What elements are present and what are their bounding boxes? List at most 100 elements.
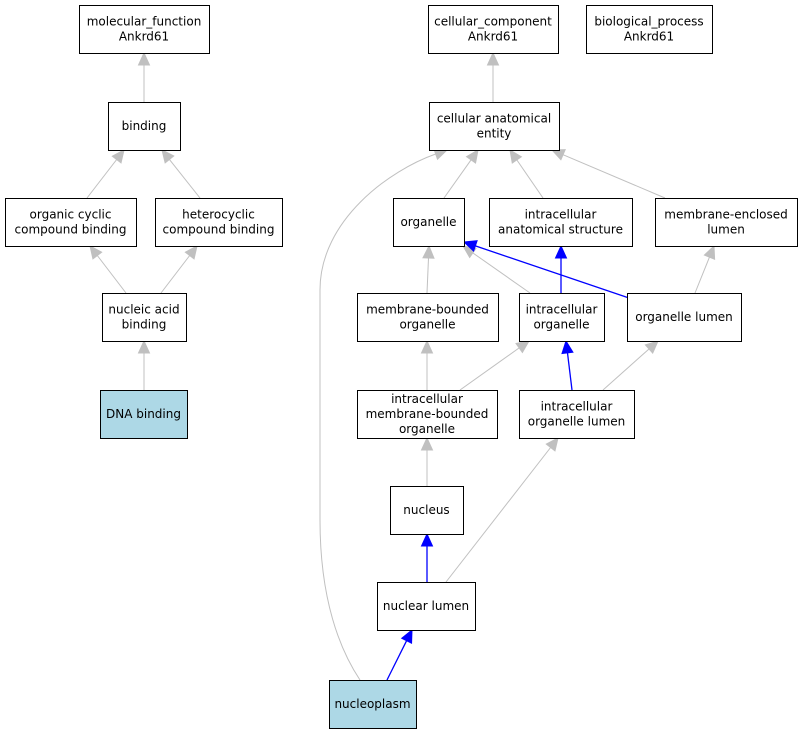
edge-line bbox=[160, 255, 191, 294]
node-box[interactable] bbox=[357, 390, 498, 439]
node-label-line: binding bbox=[122, 318, 167, 332]
node-box[interactable] bbox=[108, 102, 181, 151]
edge-dna-binding-to-nucleic-acid-binding bbox=[137, 339, 151, 390]
node-box[interactable] bbox=[519, 390, 635, 439]
node-label-line: Ankrd61 bbox=[119, 30, 169, 44]
node-nucleoplasm[interactable]: nucleoplasm bbox=[329, 680, 417, 729]
node-label-line: binding bbox=[122, 119, 167, 133]
edge-arrowhead bbox=[462, 240, 478, 252]
edge-line bbox=[472, 252, 531, 294]
node-label-line: organelle bbox=[399, 422, 455, 436]
node-box[interactable] bbox=[5, 198, 137, 247]
edge-nuclear-lumen-to-intracellular-organelle-lumen bbox=[445, 437, 559, 583]
node-nuclear-lumen[interactable]: nuclear lumen bbox=[377, 582, 476, 631]
node-label-line: organelle lumen bbox=[635, 310, 733, 324]
node-label-line: entity bbox=[477, 127, 512, 141]
node-dna-binding[interactable]: DNA binding bbox=[100, 390, 188, 439]
edge-line bbox=[459, 347, 520, 391]
edge-line bbox=[566, 352, 573, 391]
edge-line bbox=[562, 154, 666, 199]
edge-line bbox=[319, 153, 436, 681]
edge-arrowhead bbox=[509, 149, 523, 164]
edge-intracellular-organelle-lumen-to-organelle-lumen bbox=[602, 340, 659, 391]
node-box[interactable] bbox=[489, 198, 633, 247]
node-label-line: organelle bbox=[533, 318, 589, 332]
edge-organic-cyclic-compound-binding-to-binding bbox=[86, 149, 125, 199]
edge-nucleic-acid-binding-to-heterocyclic-compound-binding bbox=[160, 245, 198, 294]
node-box[interactable] bbox=[627, 293, 742, 342]
edge-intracellular-membrane-bounded-organelle-to-intracellular-organelle bbox=[459, 340, 530, 391]
node-label-line: compound binding bbox=[15, 223, 127, 237]
node-box[interactable] bbox=[155, 198, 283, 247]
node-box[interactable] bbox=[377, 582, 476, 631]
edge-intracellular-organelle-lumen-to-intracellular-organelle bbox=[561, 339, 574, 391]
node-label-line: Ankrd61 bbox=[468, 30, 518, 44]
edge-line bbox=[86, 159, 118, 199]
node-label-line: cellular anatomical bbox=[437, 112, 551, 126]
node-box[interactable] bbox=[390, 486, 464, 535]
edge-arrowhead bbox=[400, 628, 413, 644]
edge-line bbox=[516, 159, 544, 199]
edge-heterocyclic-compound-binding-to-binding bbox=[161, 149, 201, 199]
edge-arrowhead bbox=[420, 339, 434, 354]
node-label-line: intracellular bbox=[391, 392, 463, 406]
node-box[interactable] bbox=[329, 680, 417, 729]
edge-nuclear-lumen-to-nucleus bbox=[420, 532, 434, 582]
node-binding[interactable]: binding bbox=[108, 102, 181, 151]
node-label-line: nucleoplasm bbox=[334, 697, 410, 711]
node-box[interactable] bbox=[429, 102, 560, 151]
edge-organelle-lumen-to-membrane-enclosed-lumen bbox=[694, 244, 716, 294]
node-box[interactable] bbox=[393, 198, 465, 247]
edge-nucleic-acid-binding-to-organic-cyclic-compound-binding bbox=[89, 245, 127, 294]
edge-nucleoplasm-to-nuclear-lumen bbox=[386, 628, 413, 681]
edge-line bbox=[96, 255, 127, 294]
node-organelle[interactable]: organelle bbox=[393, 198, 465, 247]
node-box[interactable] bbox=[586, 5, 713, 54]
node-nucleus[interactable]: nucleus bbox=[390, 486, 464, 535]
edge-intracellular-anatomical-structure-to-cellular-anatomical-entity bbox=[509, 149, 544, 199]
node-label-line: organelle bbox=[399, 318, 455, 332]
node-label-line: organelle lumen bbox=[528, 415, 626, 429]
edge-line bbox=[426, 257, 429, 294]
node-box[interactable] bbox=[102, 293, 187, 342]
edge-binding-to-molecular-function bbox=[137, 51, 151, 102]
edge-line bbox=[169, 159, 201, 199]
edge-arrowhead bbox=[137, 339, 151, 354]
node-label-line: intracellular bbox=[526, 303, 598, 317]
node-label-line: nucleic acid bbox=[108, 303, 179, 317]
edge-membrane-bounded-organelle-to-organelle bbox=[422, 244, 435, 294]
edge-arrowhead bbox=[161, 149, 175, 164]
node-label-line: membrane-bounded bbox=[366, 303, 489, 317]
node-box[interactable] bbox=[100, 390, 188, 439]
node-label-line: lumen bbox=[707, 223, 745, 237]
node-label-line: heterocyclic bbox=[182, 208, 255, 222]
edge-arrowhead bbox=[644, 340, 659, 355]
edge-arrowhead bbox=[420, 532, 434, 547]
node-label-line: anatomical structure bbox=[498, 223, 623, 237]
node-box[interactable] bbox=[79, 5, 210, 54]
edge-arrowhead bbox=[89, 245, 103, 260]
node-box[interactable] bbox=[655, 198, 798, 247]
node-label-line: compound binding bbox=[163, 223, 275, 237]
node-organelle-lumen[interactable]: organelle lumen bbox=[627, 293, 742, 342]
node-box[interactable] bbox=[519, 293, 605, 342]
node-label-line: molecular_function bbox=[87, 15, 202, 29]
node-box[interactable] bbox=[357, 293, 499, 342]
edge-organelle-lumen-to-organelle bbox=[462, 240, 630, 299]
node-label-line: intracellular bbox=[541, 400, 613, 414]
node-box[interactable] bbox=[428, 5, 559, 54]
